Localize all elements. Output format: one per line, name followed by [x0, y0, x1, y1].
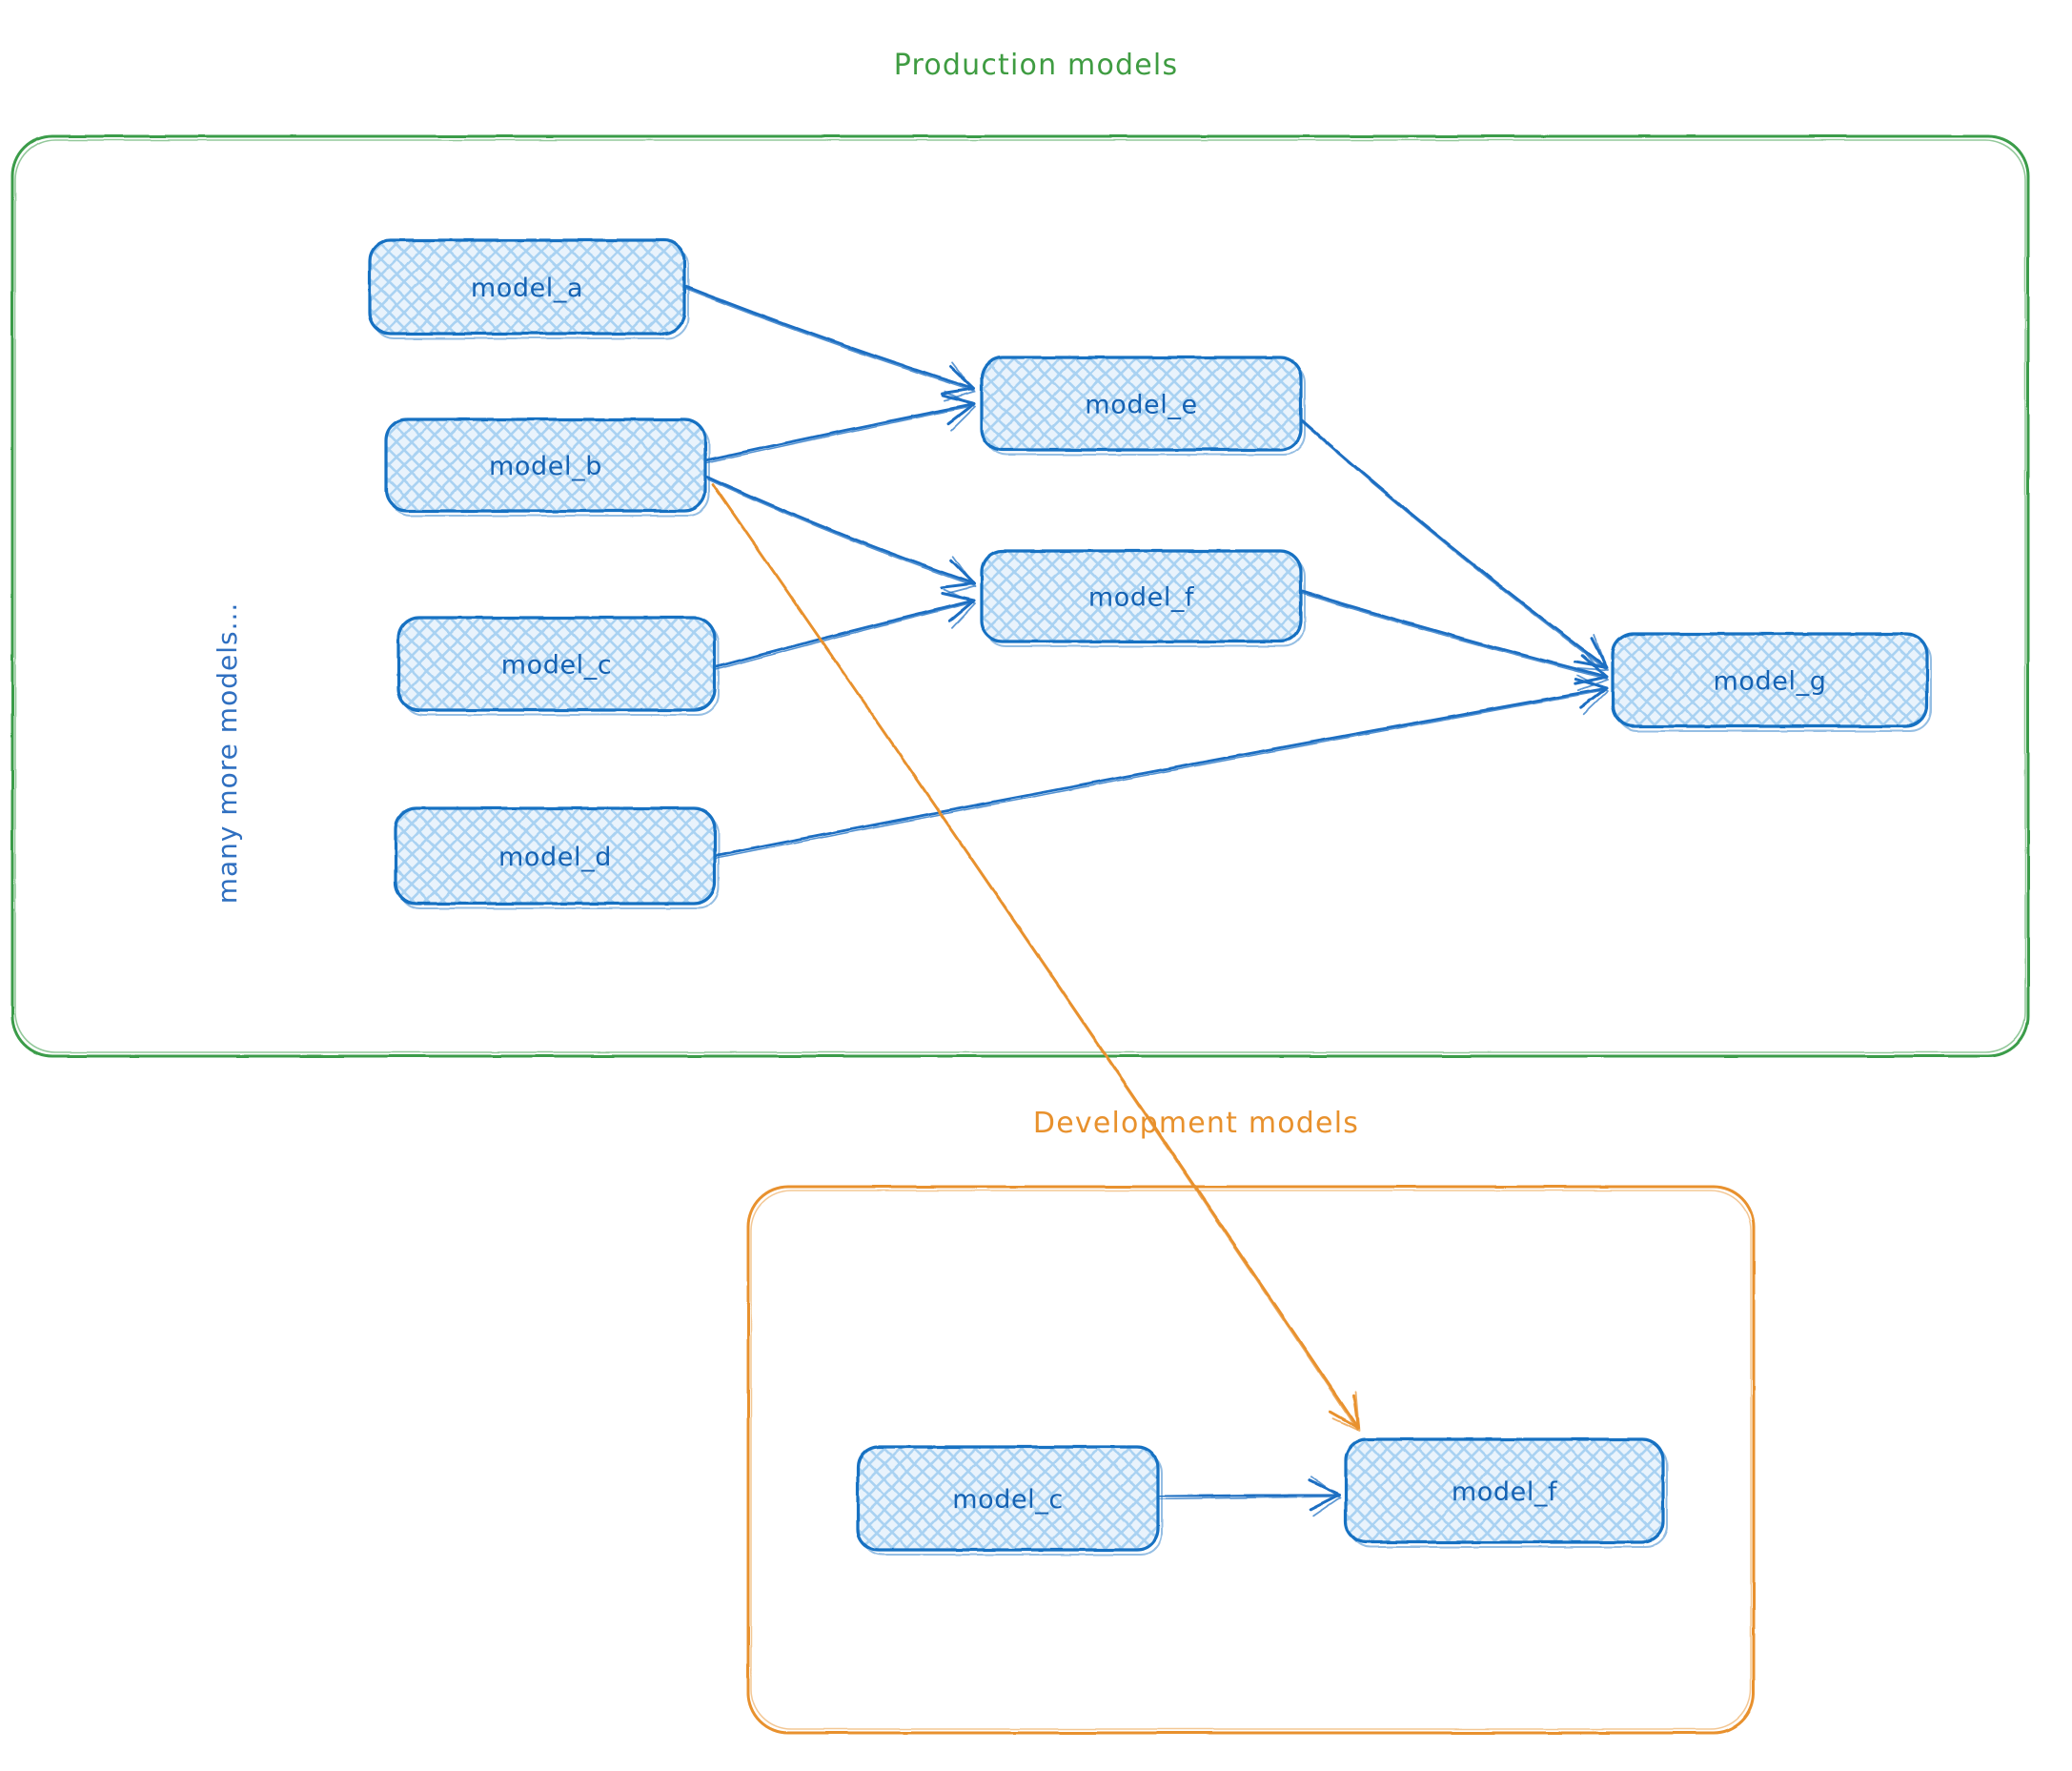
- edge-layer: [682, 284, 1609, 1517]
- node-body: [1611, 632, 1929, 728]
- edge-e-b-f[interactable]: [705, 475, 976, 596]
- node-body: [396, 616, 717, 712]
- model-node[interactable]: model_f: [980, 549, 1306, 647]
- edge-line-echo: [684, 287, 974, 392]
- node-body: [394, 806, 717, 906]
- edge-line: [1156, 1493, 1341, 1498]
- edge-line-echo: [1158, 1496, 1339, 1500]
- model-node[interactable]: model_b: [384, 417, 710, 517]
- edge-arrowhead-echo: [1576, 633, 1609, 671]
- node-body: [980, 356, 1303, 452]
- edge-line: [1299, 589, 1609, 679]
- edge-line-echo: [707, 478, 974, 586]
- edge-e-a-e[interactable]: [682, 284, 976, 402]
- edge-arrowhead: [941, 394, 976, 426]
- node-label: model_g: [1714, 667, 1827, 697]
- node-body: [1344, 1437, 1665, 1544]
- edge-line: [713, 686, 1609, 858]
- development-group-border: [746, 1185, 1756, 1735]
- edge-e-d-g[interactable]: [713, 674, 1609, 860]
- group-container-development[interactable]: Development models: [746, 1107, 1756, 1735]
- edge-line-echo: [715, 601, 974, 671]
- edge-line: [713, 599, 976, 669]
- edge-arrowhead-echo: [1576, 650, 1609, 692]
- group-container-production[interactable]: Production models: [10, 49, 2030, 1058]
- edge-line: [682, 284, 976, 391]
- edge-arrowhead-echo: [944, 555, 976, 596]
- production-group-title: Production models: [894, 49, 1179, 82]
- development-group-border-echo: [750, 1190, 1752, 1730]
- node-layer: model_a model_b model_c model_d model_emodel…: [368, 238, 1932, 1556]
- edge-arrowhead-echo: [1576, 674, 1609, 716]
- edge-e-c-f[interactable]: [713, 588, 976, 671]
- edge-line-echo: [1301, 420, 1607, 670]
- edge-arrowhead: [941, 591, 976, 623]
- edge-arrowhead-echo: [943, 588, 976, 629]
- node-body: [384, 417, 707, 513]
- edge-arrowhead-echo: [1310, 1476, 1341, 1517]
- development-group-title: Development models: [1033, 1107, 1359, 1140]
- model-node[interactable]: model_a: [368, 238, 689, 339]
- production-group-border-echo: [14, 139, 2026, 1053]
- model-node[interactable]: model_e: [980, 356, 1306, 456]
- model-node[interactable]: model_d: [394, 806, 720, 909]
- edge-arrowhead: [1308, 1478, 1341, 1511]
- node-label: model_b: [489, 452, 602, 481]
- many-more-models-label: many more models...: [212, 602, 243, 905]
- node-label: model_f: [1452, 1477, 1558, 1507]
- edge-e-devc-devf[interactable]: [1156, 1476, 1341, 1517]
- model-node[interactable]: model_c: [856, 1445, 1163, 1556]
- node-label: model_f: [1088, 583, 1195, 613]
- node-label: model_e: [1085, 391, 1197, 420]
- edge-arrowhead-echo: [944, 391, 976, 432]
- edge-line: [705, 475, 976, 585]
- edge-e-f-g[interactable]: [1299, 589, 1609, 692]
- edge-arrowhead: [940, 559, 976, 589]
- edge-line: [1299, 417, 1609, 669]
- node-body: [856, 1445, 1160, 1552]
- edge-line: [703, 402, 976, 462]
- edge-e-b-devf[interactable]: [711, 482, 1360, 1432]
- edge-line-echo: [715, 689, 1607, 860]
- edge-arrowhead: [1574, 678, 1609, 709]
- edge-line-echo: [1301, 592, 1607, 680]
- node-label: model_c: [952, 1485, 1064, 1515]
- model-node[interactable]: model_g: [1611, 632, 1932, 732]
- production-group-border: [10, 134, 2030, 1058]
- edge-arrowhead: [940, 364, 976, 396]
- edge-line-echo: [713, 485, 1358, 1431]
- model-node[interactable]: model_f: [1344, 1437, 1668, 1548]
- edge-e-e-g[interactable]: [1299, 417, 1609, 671]
- model-node[interactable]: model_c: [396, 616, 720, 716]
- node-body: [368, 238, 686, 336]
- node-label: model_d: [498, 843, 612, 872]
- node-body: [980, 549, 1303, 643]
- edge-arrowhead-echo: [1331, 1391, 1360, 1432]
- node-label: model_c: [501, 651, 613, 681]
- many-more-models-note: many more models...: [212, 602, 243, 905]
- edge-e-b-e[interactable]: [703, 391, 976, 464]
- edge-line-echo: [705, 405, 974, 464]
- edge-arrowhead-layer: [711, 482, 1360, 1432]
- node-label: model_a: [471, 274, 583, 303]
